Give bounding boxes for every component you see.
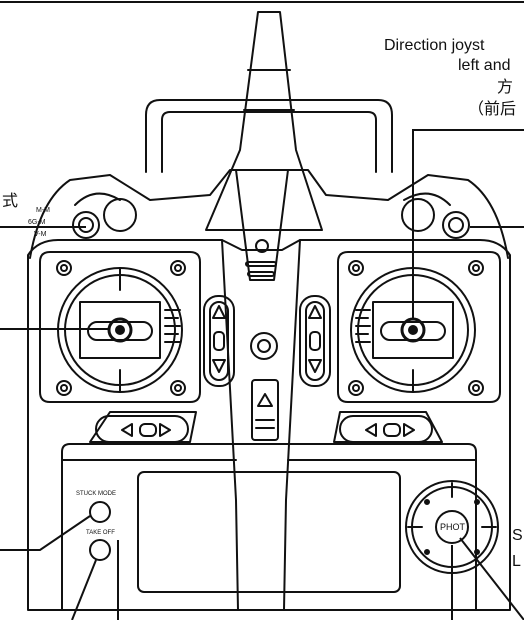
lower-face (61, 443, 477, 611)
callout-line-photo (459, 537, 524, 620)
label-left-fragment-cjk: 式 (2, 192, 18, 210)
controller-top-shell (29, 169, 509, 259)
label-take-off: TAKE OFF (86, 530, 115, 536)
label-direction-line2: left and (458, 57, 510, 74)
label-direction-cjk2: （前后 (468, 100, 516, 118)
left-vertical-trim (203, 295, 235, 387)
left-stick-panel (39, 251, 201, 403)
label-mode-mm: M-M (36, 207, 50, 214)
label-right-fragment-s: S (512, 527, 523, 544)
center-button (250, 332, 278, 360)
label-stuck-mode: STUCK MODE (76, 491, 116, 497)
right-vertical-trim (299, 295, 331, 387)
label-direction-line1: Direction joyst (384, 37, 485, 54)
left-top-dial (103, 198, 137, 232)
left-shoulder-knob (72, 211, 100, 239)
display-screen (137, 471, 401, 593)
carry-handle (145, 99, 393, 173)
left-horizontal-trim (95, 415, 189, 443)
right-joystick-knob (400, 317, 426, 343)
right-horizontal-trim (339, 415, 433, 443)
label-mode-6gm: 6G-M (28, 219, 46, 226)
label-mode-vm: V-M (34, 231, 47, 238)
callout-line-stuck-mode (0, 515, 91, 551)
photo-button (435, 510, 469, 544)
right-top-dial (401, 198, 435, 232)
right-shoulder-knob (442, 211, 470, 239)
callout-line-take-off (71, 559, 97, 620)
right-stick-panel (337, 251, 501, 403)
label-phot: PHOT (440, 522, 466, 532)
center-slider (251, 379, 279, 441)
take-off-button (89, 539, 111, 561)
label-direction-cjk1: 方 (497, 78, 513, 96)
antenna (205, 11, 323, 231)
stuck-mode-button (89, 501, 111, 523)
callout-line-direction (412, 129, 524, 318)
left-joystick-knob (107, 317, 133, 343)
label-right-fragment-l: L (512, 553, 521, 570)
